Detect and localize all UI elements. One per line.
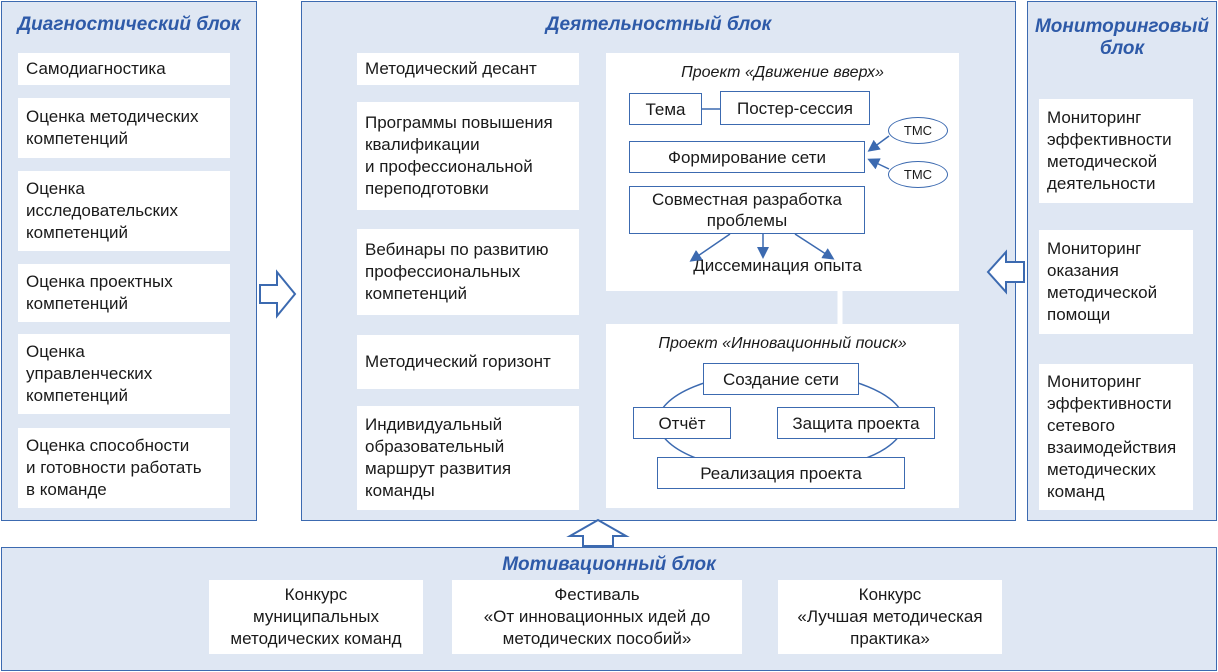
diagnostic-item-management: Оценка управленческих компетенций [18, 334, 230, 414]
activity-item-landing: Методический десант [357, 53, 579, 85]
step-dissemination: Диссеминация опыта [693, 256, 862, 275]
step-poster-session: Постер-сессия [720, 91, 870, 125]
step-report: Отчёт [633, 407, 731, 439]
arrow-right-diagnostic [259, 269, 297, 319]
diagnostic-block-title: Диагностический блок [17, 14, 241, 35]
step-implementation: Реализация проекта [657, 457, 905, 489]
step-defense: Защита проекта [777, 407, 935, 439]
arrow-dissem-right [794, 233, 835, 260]
tmc-oval-2: ТМС [888, 161, 948, 188]
project-upward-title: Проект «Движение вверх» [681, 64, 884, 81]
arrow-tmc1 [867, 135, 890, 152]
motivation-item-contest-practice: Конкурс «Лучшая методическая практика» [778, 580, 1002, 654]
monitoring-item-efficiency: Мониторинг эффективности методической де… [1039, 99, 1193, 203]
arrow-dissem-left [689, 233, 731, 262]
activity-block-title: Деятельностный блок [545, 14, 772, 35]
arrow-left-monitoring [986, 249, 1025, 295]
monitoring-item-network: Мониторинг эффективности сетевого взаимо… [1039, 364, 1193, 510]
monitoring-block-title: Мониторинговый блок [1034, 16, 1210, 59]
project-innovation-title: Проект «Инновационный поиск» [658, 335, 907, 352]
step-create-network: Создание сети [703, 363, 859, 395]
monitoring-item-assistance: Мониторинг оказания методической помощи [1039, 230, 1193, 334]
motivation-item-contest-teams: Конкурс муниципальных методических коман… [209, 580, 423, 654]
arrow-up-motivation [566, 518, 630, 547]
activity-item-horizon: Методический горизонт [357, 335, 579, 389]
diagnostic-item-self: Самодиагностика [18, 53, 230, 85]
activity-item-route: Индивидуальный образовательный маршрут р… [357, 406, 579, 510]
tmc-oval-1: ТМС [888, 117, 948, 144]
motivation-block-title: Мотивационный блок [502, 554, 716, 575]
diagnostic-item-project: Оценка проектных компетенций [18, 264, 230, 322]
activity-item-programs: Программы повышения квалификации и профе… [357, 102, 579, 210]
diagnostic-item-methodical: Оценка методических компетенций [18, 98, 230, 158]
diagnostic-item-teamwork: Оценка способности и готовности работать… [18, 428, 230, 508]
step-network-forming: Формирование сети [629, 141, 865, 173]
motivation-item-festival: Фестиваль «От инновационных идей до мето… [452, 580, 742, 654]
step-joint-development: Совместная разработка проблемы [629, 186, 865, 234]
diagnostic-item-research: Оценка исследовательских компетенций [18, 171, 230, 251]
step-theme: Тема [629, 93, 702, 125]
activity-item-webinars: Вебинары по развитию профессиональных ко… [357, 229, 579, 315]
arrow-tmc2 [867, 158, 890, 170]
